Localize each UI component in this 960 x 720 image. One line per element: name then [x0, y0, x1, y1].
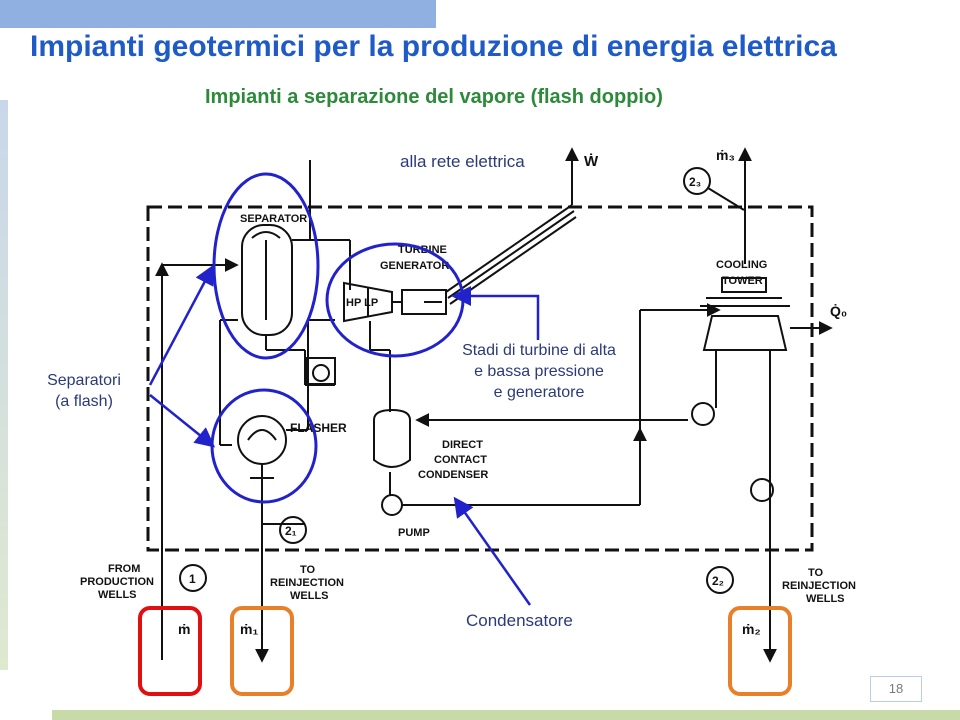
m-symbol: ṁ: [178, 621, 190, 637]
flasher-vessel: [237, 319, 335, 492]
power-output-line: [445, 147, 579, 305]
reinjection-1-mass-highlight: [230, 606, 294, 696]
state-21-label: 2₁: [285, 524, 297, 538]
from-label-2: PRODUCTION: [80, 576, 154, 588]
turbine-hp-lp: [343, 281, 447, 323]
annotation-arrows: [148, 264, 540, 606]
reinjection-2-mass-highlight: [728, 606, 792, 696]
from-label-1: FROM: [108, 563, 140, 575]
flash-valve-box: [306, 357, 336, 385]
separator-label: SEPARATOR: [240, 213, 307, 225]
pump-label: PUMP: [398, 527, 430, 539]
page-number: 18: [870, 676, 922, 702]
reinj2-label-1: TO: [808, 567, 824, 579]
power-symbol: Ẇ: [584, 153, 599, 170]
flasher-label: FLASHER: [290, 421, 347, 435]
condenser-label-2: CONTACT: [434, 454, 487, 466]
hp-lp-label: HP LP: [346, 297, 378, 309]
reinj2-label-3: WELLS: [806, 593, 845, 605]
cooling-pumps: [691, 350, 777, 663]
q0-symbol: Q̇₀: [830, 303, 847, 319]
state-1-label: 1: [189, 572, 196, 586]
slide-subtitle: Impianti a separazione del vapore (flash…: [205, 86, 663, 108]
turbine-exhaust: [369, 321, 391, 412]
m2-symbol: ṁ₂: [742, 621, 761, 637]
reinj1-label-1: TO: [300, 564, 316, 576]
cooling-tower: [700, 147, 833, 351]
condenser-label-1: DIRECT: [442, 439, 483, 451]
from-label-3: WELLS: [98, 589, 137, 601]
system-boundary: [146, 205, 814, 552]
m3-symbol: ṁ₃: [716, 147, 735, 163]
left-accent-bar: [0, 100, 8, 670]
condenser-annotation: Condensatore: [466, 611, 573, 630]
state-22-label: 2₂: [712, 574, 724, 588]
cooling-water-return: [415, 303, 721, 430]
cooling-label-2: TOWER: [722, 275, 763, 287]
separator-highlight: [212, 172, 320, 360]
turbine-label-2: GENERATOR: [380, 260, 449, 272]
separators-annotation: Separatori (a flash): [47, 372, 121, 410]
turbine-annotation: Stadi di turbine di alta e bassa pressio…: [462, 342, 616, 401]
cooling-label-1: COOLING: [716, 259, 767, 271]
reinj1-label-2: REINJECTION: [270, 577, 344, 589]
separator-vessel: [241, 160, 311, 350]
grid-annotation: alla rete elettrica: [400, 152, 525, 171]
condenser-label-3: CONDENSER: [418, 469, 488, 481]
production-mass-highlight: [138, 606, 202, 696]
m1-symbol: ṁ₁: [240, 621, 258, 637]
condenser-vessel: [373, 408, 647, 516]
state-23-label: 2₃: [689, 175, 701, 189]
reinj1-label-3: WELLS: [290, 590, 329, 602]
top-accent-bar: [0, 0, 436, 28]
state-markers: [179, 167, 745, 594]
reinj2-label-2: REINJECTION: [782, 580, 856, 592]
bottom-accent-bar: [52, 710, 960, 720]
slide-title: Impianti geotermici per la produzione di…: [30, 30, 837, 63]
